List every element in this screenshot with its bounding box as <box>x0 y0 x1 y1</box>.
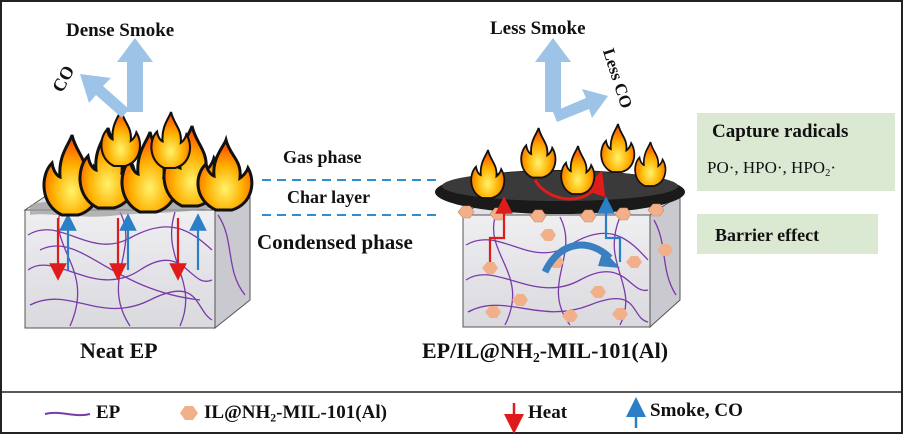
less-smoke-arrows <box>535 38 608 122</box>
legend-particle-icon <box>180 406 198 420</box>
flames-left <box>42 109 254 217</box>
label-condensed-phase: Condensed phase <box>257 230 413 254</box>
heat-arrows-right <box>488 196 513 262</box>
flames-right <box>470 123 667 199</box>
composite-matrix-lines <box>465 216 677 326</box>
legend-heat-label: Heat <box>528 402 568 423</box>
legend-il-suffix: -MIL-101(Al) <box>276 402 387 423</box>
composite-block <box>435 170 685 329</box>
ep-il-prefix: EP/IL@NH <box>422 338 533 363</box>
barrier-effect-box <box>697 214 878 254</box>
radicals-end: · <box>830 158 837 177</box>
label-gas-phase: Gas phase <box>283 147 362 167</box>
dense-smoke-arrows <box>80 38 153 118</box>
ep-il-sub: 2 <box>532 350 540 366</box>
legend-il-label: IL@NH2-MIL-101(Al) <box>204 402 387 426</box>
label-dense-smoke: Dense Smoke <box>66 20 175 41</box>
heat-arrows-left <box>49 218 187 281</box>
radicals-main: PO·, HPO·, HPO <box>707 158 826 177</box>
legend-il-prefix: IL@NH <box>204 402 271 423</box>
label-radicals-list: PO·, HPO·, HPO2· <box>707 158 836 179</box>
label-capture-radicals: Capture radicals <box>712 121 849 142</box>
smoke-arrows-left <box>59 213 207 270</box>
legend-smoke-co-label: Smoke, CO <box>650 400 743 421</box>
legend-ep-line <box>44 411 91 417</box>
smoke-arrows-right <box>597 196 622 262</box>
label-neat-ep: Neat EP <box>80 338 158 363</box>
label-char-layer: Char layer <box>287 187 371 207</box>
legend-ep-label: EP <box>96 402 121 423</box>
legend-graphics <box>44 397 646 434</box>
label-barrier-effect: Barrier effect <box>715 225 820 245</box>
ep-il-suffix: -MIL-101(Al) <box>539 338 669 363</box>
radical-cycle-arrow <box>533 170 606 201</box>
capture-radicals-box <box>697 113 895 191</box>
label-ep-il-composite: EP/IL@NH2-MIL-101(Al) <box>422 338 668 366</box>
legend-il-sub: 2 <box>270 411 277 425</box>
radicals-sub: 2 <box>825 168 831 180</box>
label-less-smoke: Less Smoke <box>490 18 586 39</box>
